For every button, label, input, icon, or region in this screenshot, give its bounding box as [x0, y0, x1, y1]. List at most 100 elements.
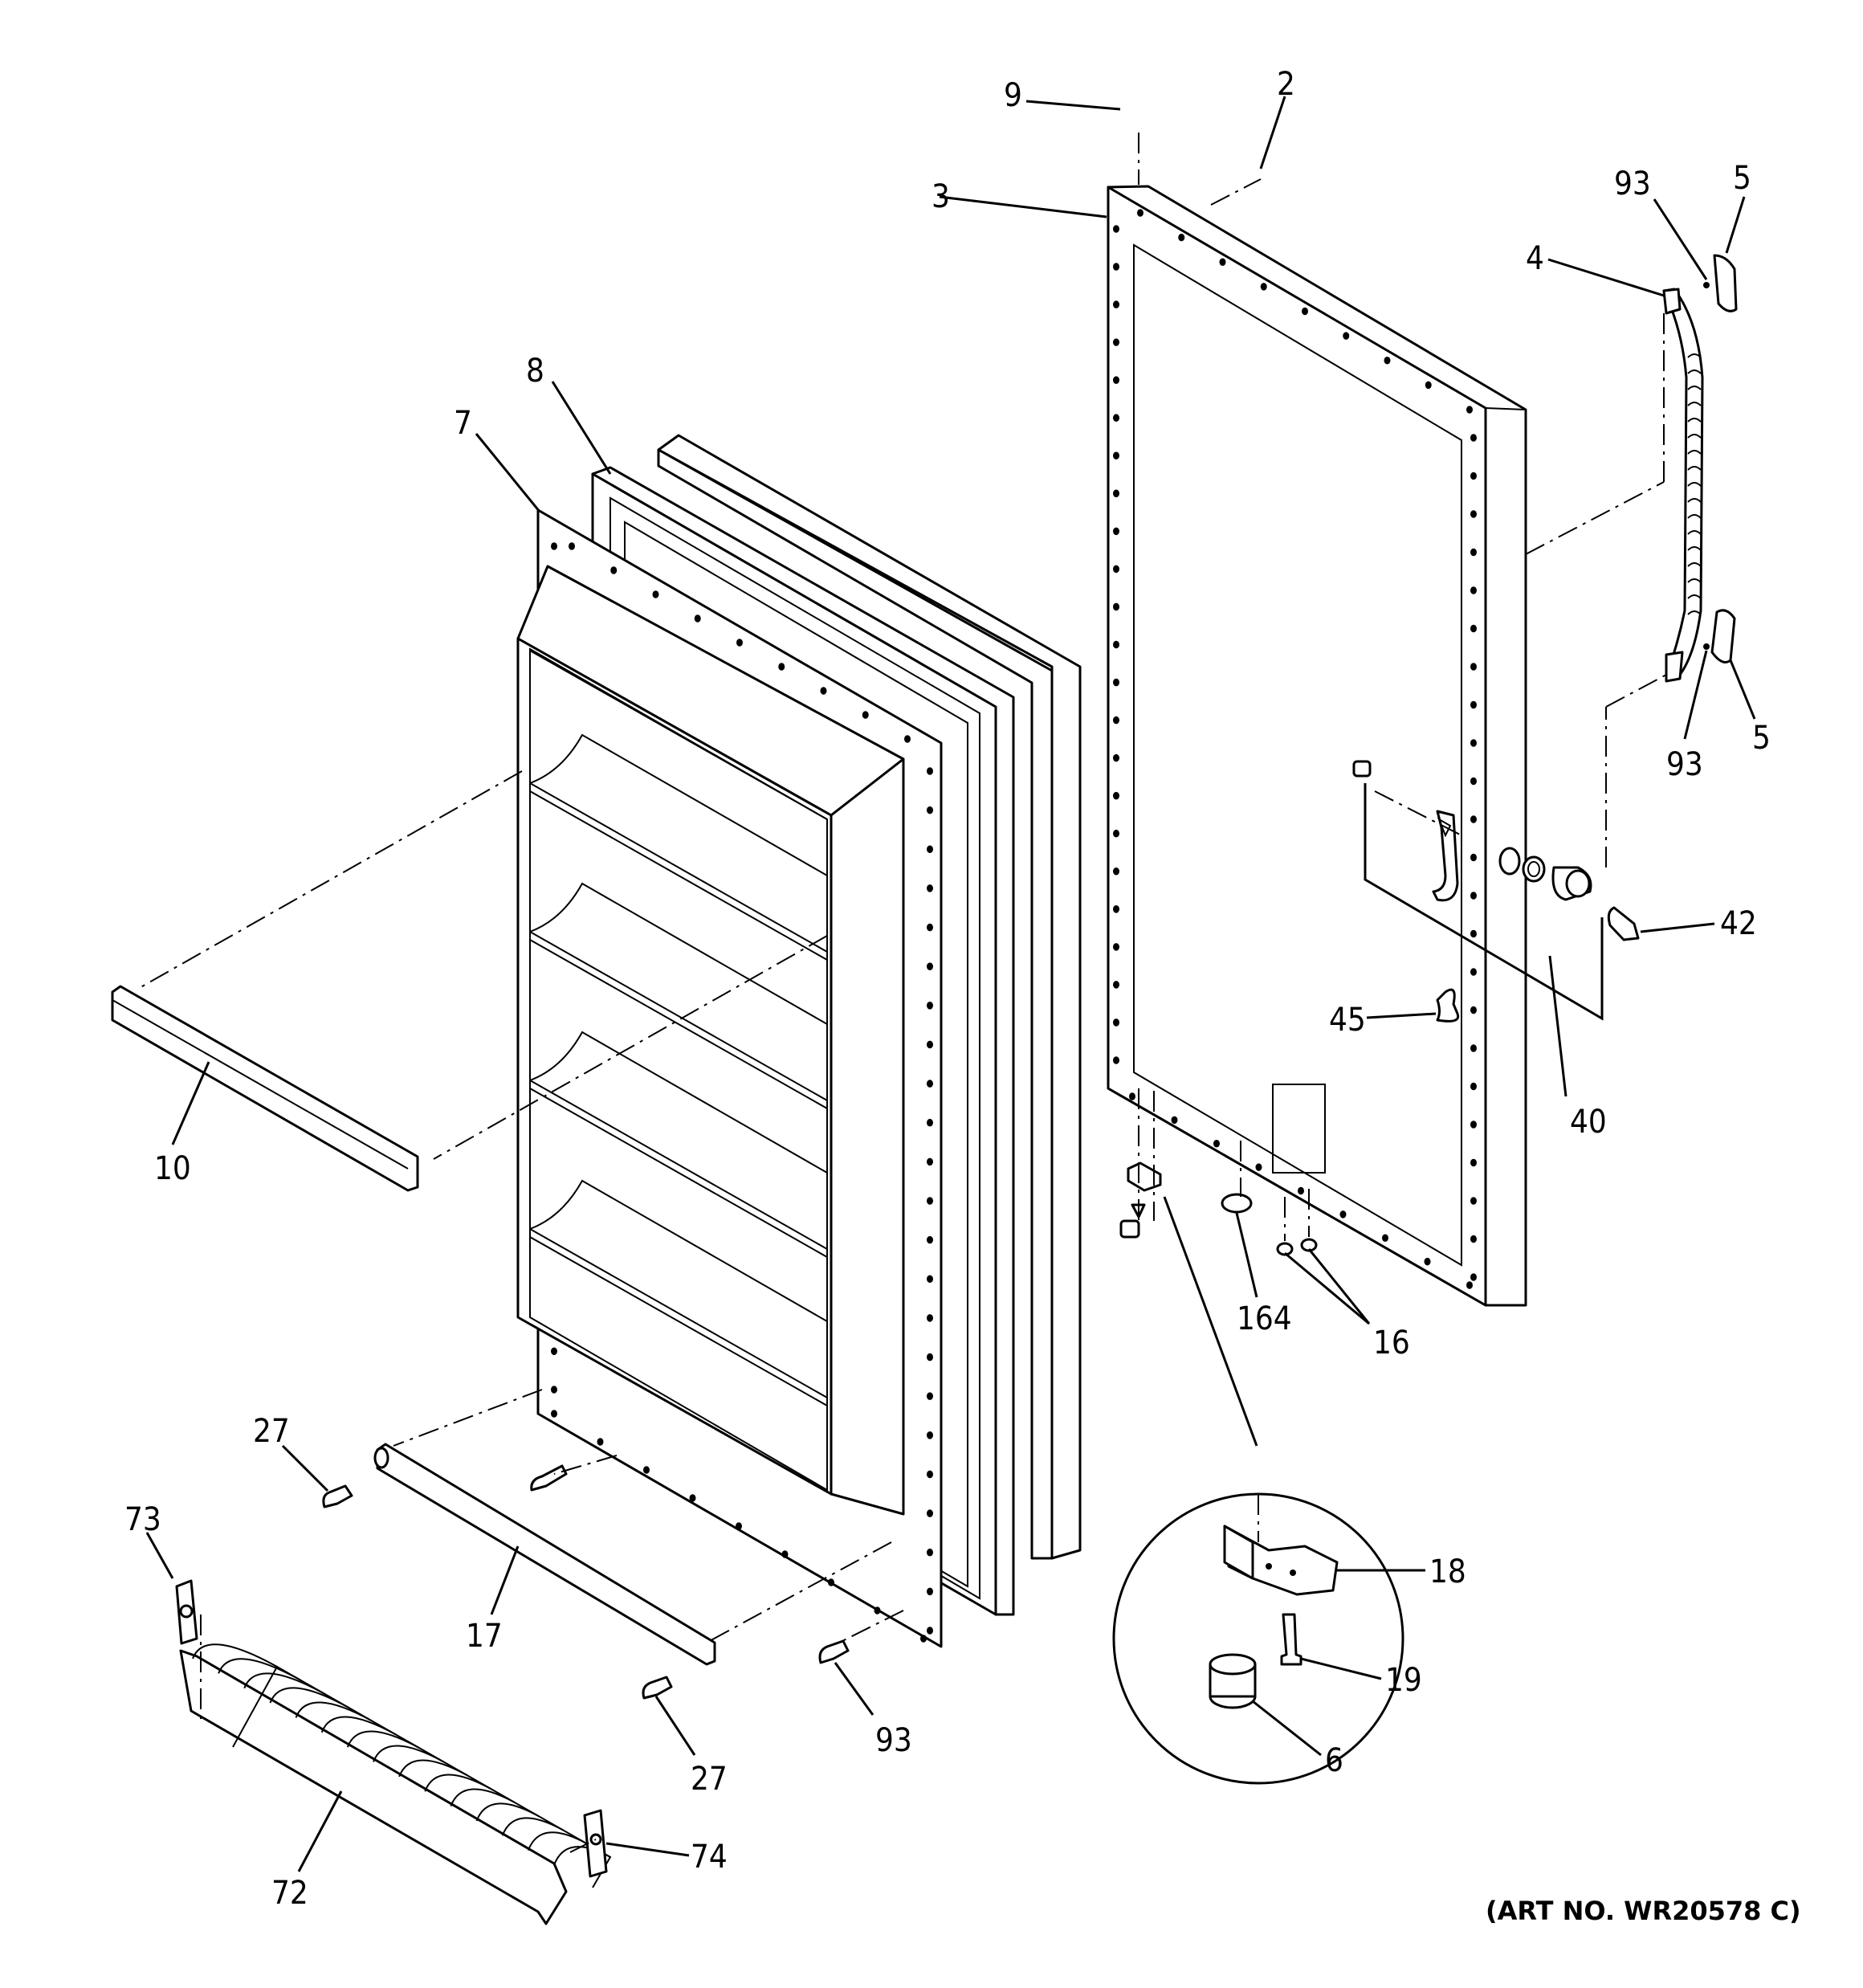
basket-wire: [501, 1817, 564, 1836]
callout-18: 18: [1429, 1553, 1466, 1590]
handle-rib: [1687, 466, 1702, 471]
lock-washer: [1522, 855, 1546, 883]
mounting-hole: [1113, 678, 1119, 687]
mounting-hole: [1113, 716, 1119, 725]
mounting-hole: [1470, 853, 1477, 862]
handle-rib: [1687, 562, 1702, 567]
mounting-hole: [927, 884, 933, 892]
handle-upper-bracket: [1662, 288, 1682, 315]
mounting-hole: [597, 1438, 604, 1446]
mounting-hole: [551, 1410, 557, 1418]
lock-kit-bracket: [1364, 783, 1604, 1021]
basket-wire: [243, 1672, 325, 1695]
mounting-hole: [1343, 332, 1350, 340]
mounting-hole: [828, 1578, 834, 1586]
mounting-hole: [1113, 753, 1119, 762]
mounting-hole: [927, 1353, 933, 1361]
mounting-hole: [927, 1548, 933, 1557]
callout-93-bottom: 93: [875, 1722, 912, 1759]
mounting-hole: [1113, 640, 1119, 649]
mounting-hole: [1470, 624, 1477, 633]
mounting-hole: [1470, 929, 1477, 938]
mounting-hole: [1113, 451, 1119, 460]
mounting-hole: [1470, 1082, 1477, 1091]
mounting-hole: [551, 1347, 557, 1356]
alignment-lines: [136, 133, 1667, 1853]
mounting-hole: [1382, 1234, 1388, 1243]
lock-latch: [1432, 810, 1459, 902]
basket-wire: [373, 1745, 444, 1763]
callout-93-top: 93: [1614, 165, 1651, 202]
mounting-hole: [1113, 602, 1119, 611]
mounting-hole: [927, 1392, 933, 1400]
mounting-hole: [927, 1314, 933, 1322]
mounting-hole: [778, 663, 785, 671]
mounting-hole: [1113, 225, 1119, 233]
basket-wire: [346, 1730, 421, 1749]
basket-wire: [218, 1658, 302, 1681]
handle-screw-bottom: [1703, 643, 1710, 650]
mounting-hole: [1470, 548, 1477, 557]
mounting-hole: [1470, 892, 1477, 900]
mounting-hole: [689, 1494, 696, 1502]
mounting-hole: [1470, 700, 1477, 709]
mounting-hole: [1339, 1210, 1347, 1219]
bottom-plug: [1221, 1193, 1253, 1214]
mounting-hole: [862, 711, 869, 719]
mounting-hole: [652, 590, 659, 598]
basket-wire: [269, 1687, 349, 1708]
callout-5-top: 5: [1733, 160, 1751, 197]
mounting-hole: [1260, 283, 1267, 291]
mounting-hole: [1113, 981, 1119, 989]
callout-labels: 9 2 3 93 5 4 8 7 93 5 42 45 40 10 164 16…: [124, 66, 1801, 1926]
mounting-hole: [736, 639, 743, 647]
mounting-hole: [927, 1040, 933, 1049]
handle-rib: [1687, 530, 1702, 535]
mounting-hole: [1470, 777, 1477, 786]
basket-wire: [320, 1716, 397, 1736]
handle-rib: [1687, 546, 1702, 551]
callout-10: 10: [154, 1150, 191, 1187]
mounting-hole: [1113, 527, 1119, 536]
mounting-hole: [1470, 968, 1477, 976]
mounting-hole: [1113, 565, 1119, 574]
mounting-hole: [927, 806, 933, 814]
mounting-hole: [927, 845, 933, 854]
callout-17: 17: [466, 1618, 503, 1655]
callout-27-upper: 27: [253, 1413, 290, 1450]
lock-key: [1607, 906, 1640, 941]
liner-screw-upper: [530, 1464, 568, 1492]
mounting-hole: [569, 542, 575, 550]
callout-74: 74: [691, 1839, 728, 1876]
handle-end-cap-bottom: [1710, 609, 1736, 663]
basket-wire: [527, 1831, 587, 1851]
liner-shelf-box: [516, 565, 905, 1516]
liner-shelf-ledges: [529, 650, 828, 1407]
handle-rib: [1687, 450, 1702, 455]
handle-rib: [1687, 434, 1702, 439]
basket-wire: [192, 1643, 278, 1668]
callout-45: 45: [1329, 1002, 1366, 1039]
mounting-hole: [1129, 1092, 1135, 1100]
callout-8: 8: [526, 353, 544, 390]
mounting-hole: [610, 566, 618, 574]
mounting-hole: [1255, 1163, 1262, 1171]
basket-wire: [295, 1701, 373, 1722]
push-pin-left: [322, 1484, 353, 1508]
mounting-hole: [1470, 1197, 1477, 1205]
handle-rib: [1687, 402, 1702, 406]
mounting-hole: [1466, 1281, 1473, 1289]
push-pin-right: [642, 1676, 673, 1700]
door-panel: [1107, 185, 1527, 1307]
callout-40: 40: [1570, 1104, 1607, 1141]
mounting-hole: [1113, 829, 1119, 838]
mounting-hole: [1178, 233, 1185, 242]
lock-hole-cover: [1498, 847, 1521, 876]
hinge-pin-small: [1119, 1219, 1140, 1239]
basket-wire: [424, 1774, 492, 1792]
mounting-hole: [1137, 209, 1143, 217]
handle-rib: [1687, 514, 1702, 519]
callout-7: 7: [454, 405, 472, 442]
mounting-hole: [927, 1080, 933, 1088]
